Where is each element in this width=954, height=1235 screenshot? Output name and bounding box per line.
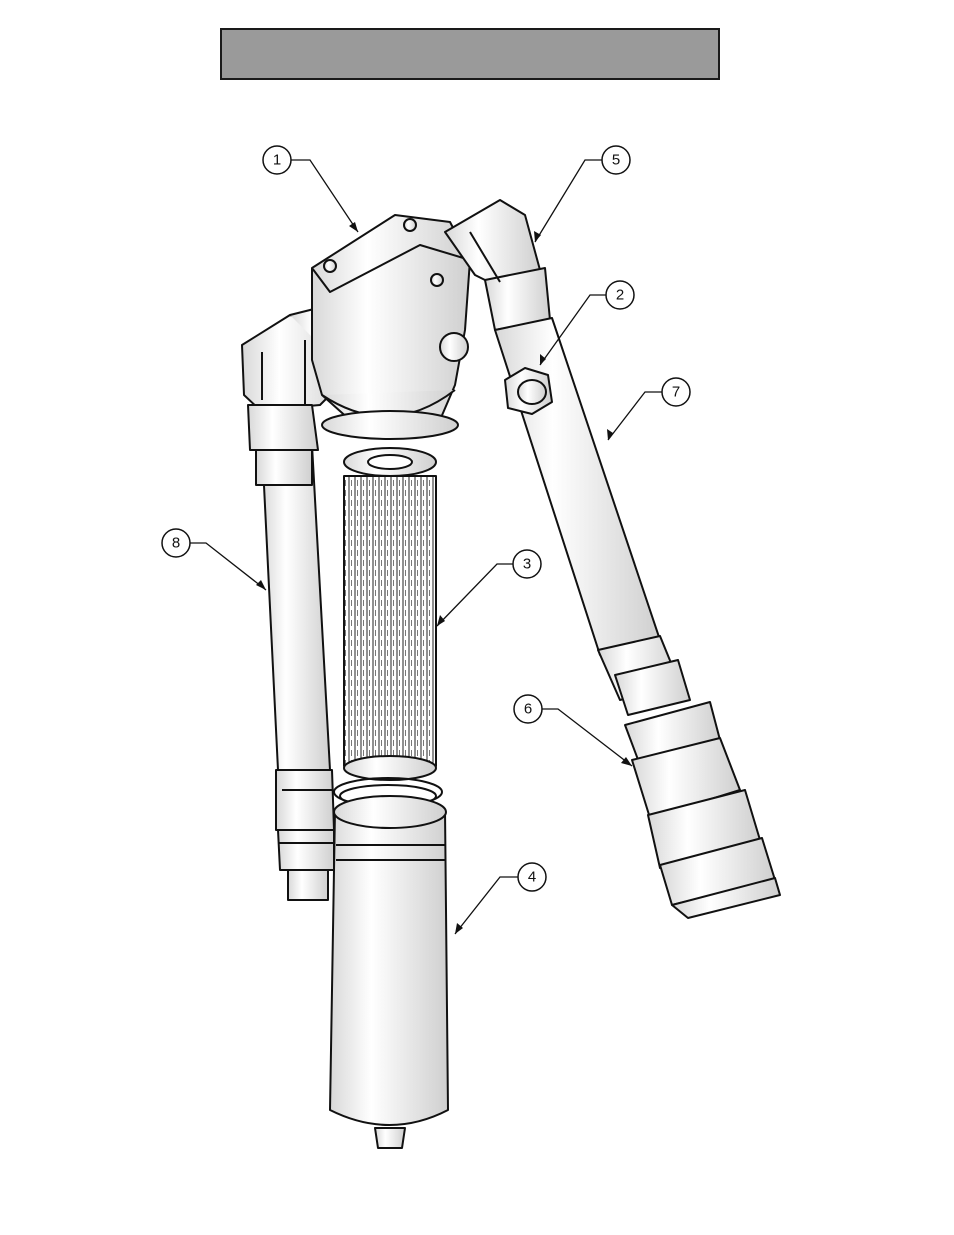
callout-1-label: 1 xyxy=(273,152,281,169)
part-6-coupler xyxy=(625,702,780,918)
callout-7: 7 xyxy=(662,378,690,406)
callout-4-label: 4 xyxy=(528,869,536,886)
callout-6-label: 6 xyxy=(524,701,532,718)
callout-2: 2 xyxy=(606,281,634,309)
callout-4: 4 xyxy=(518,863,546,891)
callout-1: 1 xyxy=(263,146,291,174)
callout-6: 6 xyxy=(514,695,542,723)
callout-5-label: 5 xyxy=(612,152,620,169)
part-2-plug xyxy=(505,368,552,414)
part-4-filter-bowl xyxy=(330,796,448,1148)
callout-3-label: 3 xyxy=(523,556,531,573)
callout-8-label: 8 xyxy=(172,535,180,552)
callout-5: 5 xyxy=(602,146,630,174)
part-1-filter-head xyxy=(312,215,470,439)
part-3-filter-element xyxy=(344,448,436,780)
callout-3: 3 xyxy=(513,550,541,578)
callout-8: 8 xyxy=(162,529,190,557)
callout-2-label: 2 xyxy=(616,287,624,304)
callout-7-label: 7 xyxy=(672,384,680,401)
part-8-left-hose xyxy=(256,445,334,900)
